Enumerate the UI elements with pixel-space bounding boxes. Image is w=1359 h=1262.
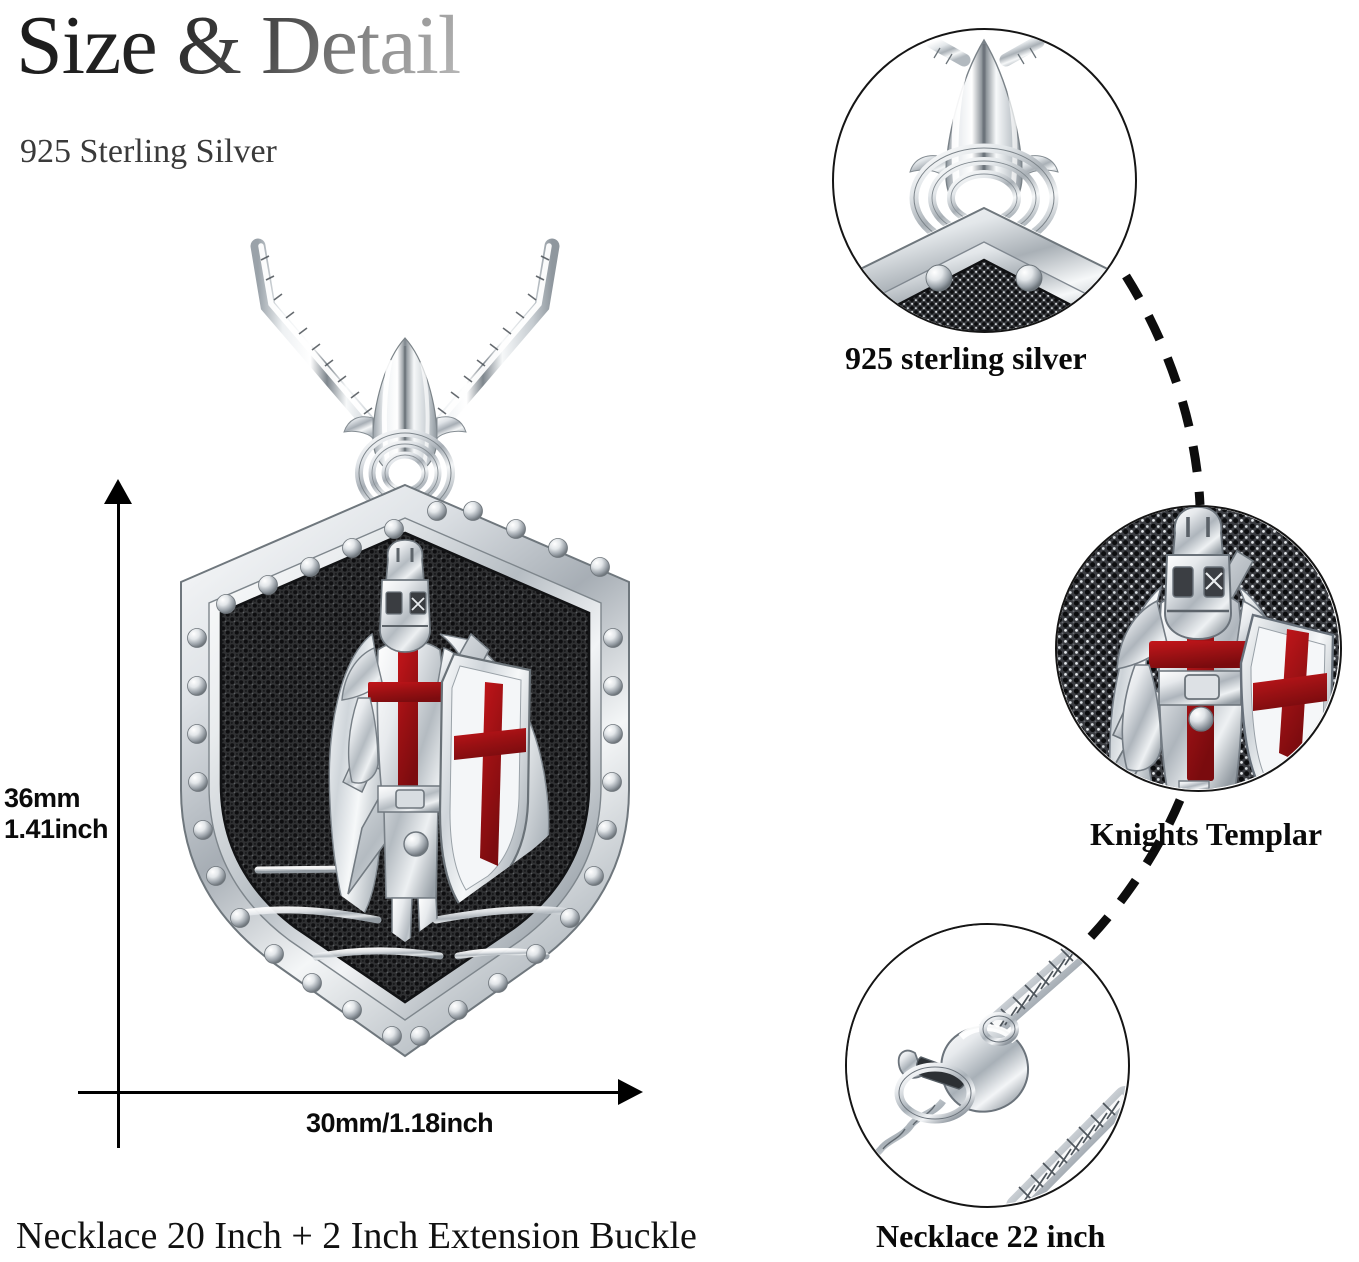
detail-circle-clasp [845, 923, 1130, 1208]
height-dimension-label: 36mm 1.41inch [4, 783, 109, 846]
knight-closeup-svg [1057, 507, 1339, 789]
detail-circle-knight [1055, 505, 1342, 792]
surcoat-red-cross [368, 648, 448, 798]
knight-helm [1163, 507, 1233, 641]
knight-templar-relief [328, 539, 550, 942]
height-mm-label: 36mm [4, 783, 81, 813]
detail-circle-bail [832, 28, 1137, 333]
height-arrow-icon [104, 479, 132, 504]
width-arrow-icon [618, 1079, 643, 1105]
shield-pendant [180, 483, 630, 1058]
width-dimension-line [78, 1091, 625, 1094]
detail-caption-knight: Knights Templar [1090, 816, 1323, 852]
bail-closeup-svg [834, 35, 1135, 331]
pendant-svg [180, 238, 630, 1058]
clasp-closeup-svg [847, 925, 1127, 1205]
page-subtitle: 925 Sterling Silver [20, 133, 277, 170]
hand-shield [1239, 613, 1335, 789]
height-inch-label: 1.41inch [4, 814, 109, 845]
chain-strand-lower [1006, 1086, 1127, 1205]
necklace-length-caption: Necklace 20 Inch + 2 Inch Extension Buck… [16, 1215, 697, 1257]
product-illustration [140, 230, 670, 1060]
page-title: Size & Detail [16, 0, 461, 92]
height-dimension-line [117, 497, 120, 1148]
detail-caption-bail: 925 sterling silver [845, 340, 1087, 376]
hand-shield [438, 652, 532, 910]
shield-red-cross [454, 682, 526, 866]
width-dimension-label: 30mm/1.18inch [306, 1108, 494, 1138]
lobster-clasp [894, 1012, 1030, 1124]
rim-beads [187, 501, 623, 1046]
shield-red-cross [1253, 629, 1327, 763]
detail-caption-clasp: Necklace 22 inch [876, 1218, 1106, 1254]
knight-helm [379, 539, 431, 653]
necklace-chain [250, 238, 560, 463]
